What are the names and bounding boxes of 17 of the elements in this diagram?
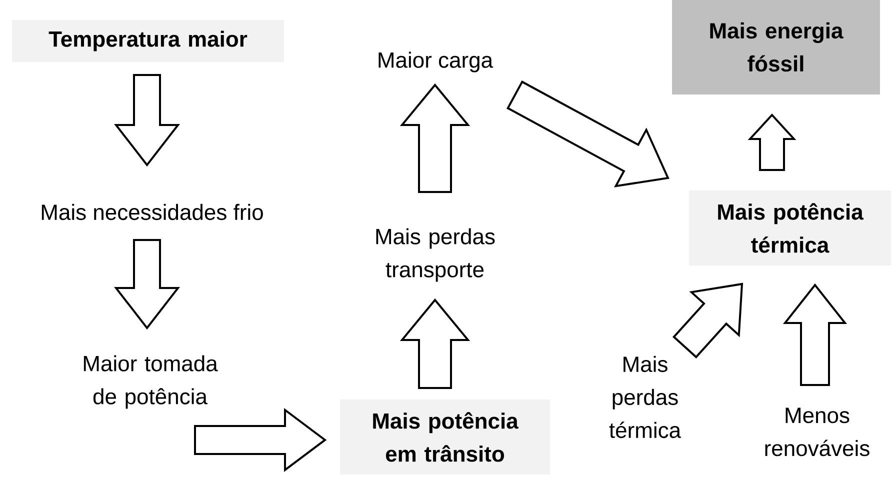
- block-arrow: [114, 74, 180, 167]
- block-arrow: [114, 239, 180, 330]
- statement-text: Mais necessidades frio: [42, 204, 263, 220]
- block-arrow: [748, 114, 796, 171]
- statement-text: Menos renováveis: [765, 408, 870, 456]
- statement-text: Mais perdas térmica: [609, 356, 682, 438]
- block-arrow: [782, 283, 848, 386]
- block-arrow: [194, 408, 327, 472]
- statement-text: Mais perdas transporte: [376, 228, 495, 282]
- statement-text: Maior carga: [378, 52, 494, 72]
- statement-text: Maior tomada de potência: [84, 355, 218, 409]
- block-arrow: [400, 298, 470, 389]
- block-arrow: [400, 83, 470, 193]
- label-box: Temperatura maior: [12, 20, 284, 62]
- label-box: Mais potência térmica: [689, 190, 891, 266]
- label-box: Mais potência em trânsito: [340, 399, 550, 474]
- label-box: Mais energia fóssil: [672, 0, 880, 94]
